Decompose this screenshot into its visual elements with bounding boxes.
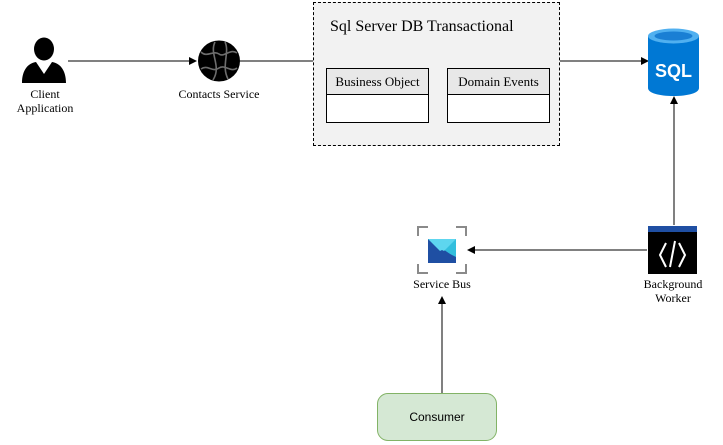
- client-application-label: Client Application: [0, 87, 90, 115]
- business-object-header: Business Object: [327, 69, 428, 95]
- domain-events-header: Domain Events: [448, 69, 549, 95]
- service-bus-label: Service Bus: [413, 277, 471, 291]
- sql-text: SQL: [655, 61, 692, 81]
- user-icon: [22, 37, 66, 83]
- db-container-title: Sql Server DB Transactional: [330, 18, 514, 35]
- business-object-table: Business Object: [326, 68, 429, 123]
- sql-database-icon: SQL: [648, 28, 699, 96]
- code-icon: [648, 226, 697, 274]
- background-worker-label: Background Worker: [628, 277, 718, 305]
- globe-icon: [198, 40, 240, 82]
- sql-server-db-container: Sql Server DB Transactional Business Obj…: [313, 2, 560, 146]
- client-label-line2: Application: [16, 101, 74, 115]
- worker-label-line2: Worker: [655, 291, 691, 305]
- consumer-node: Consumer: [377, 393, 497, 441]
- service-bus-icon: [417, 226, 467, 274]
- domain-events-table: Domain Events: [447, 68, 550, 123]
- client-label-line1: Client: [30, 87, 60, 101]
- worker-label-line1: Background: [643, 277, 703, 291]
- contacts-service-label: Contacts Service: [178, 87, 260, 101]
